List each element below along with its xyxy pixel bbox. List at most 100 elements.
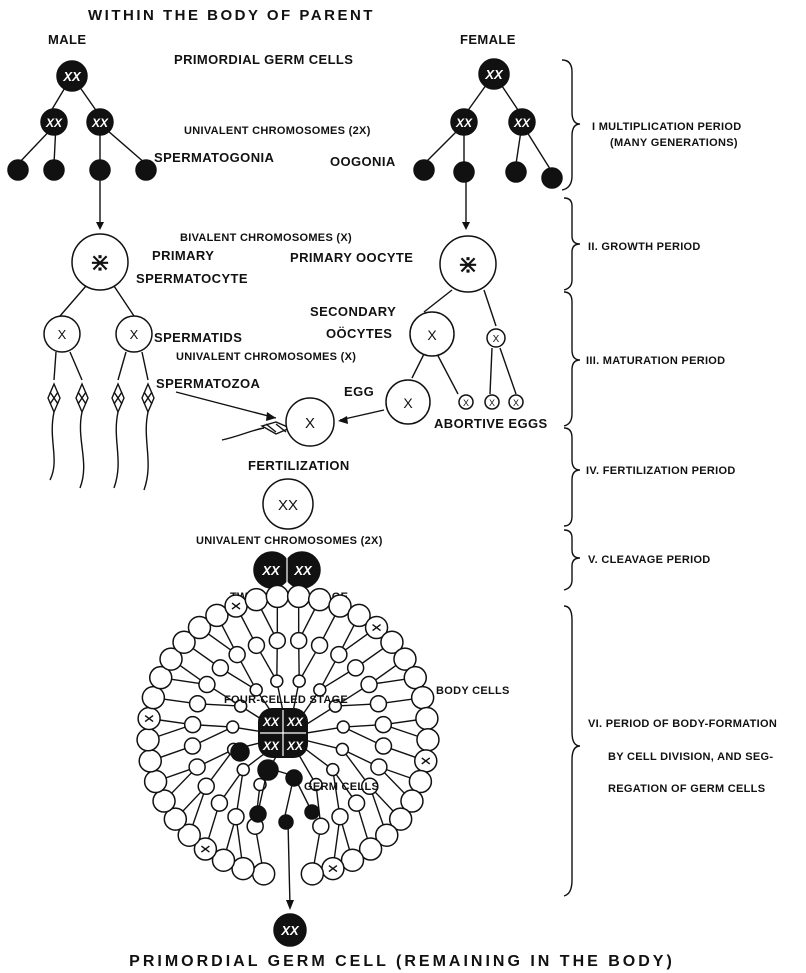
germ-cell: [249, 805, 267, 823]
egg-cell: [385, 379, 431, 425]
body-cell: [388, 807, 413, 831]
primary-oocyte-label: PRIMARY OOCYTE: [290, 250, 413, 265]
body-cell: [370, 758, 388, 776]
body-cell: [148, 665, 173, 690]
body-cell: [231, 856, 255, 881]
spermatozoon: [47, 382, 61, 481]
male-primordial-cell: [56, 60, 88, 92]
female-multiplication-tree: XX XX XX: [413, 58, 563, 230]
female-gonium-cell: [508, 108, 536, 136]
body-cell: [143, 769, 168, 794]
body-cell: [163, 807, 188, 831]
fertilized-egg-cell: [285, 397, 335, 447]
body-cell: [400, 789, 424, 813]
female-label: FEMALE: [460, 32, 516, 47]
body-cell: [268, 631, 287, 650]
abortive-egg-cell: [484, 394, 500, 410]
body-cell: [380, 630, 404, 654]
fertilization-label: FERTILIZATION: [248, 458, 350, 473]
germ-cells-label: GERM CELLS: [304, 781, 379, 793]
body-cell: [211, 848, 236, 873]
spermatozoon: [141, 382, 155, 491]
abortive-eggs-label: ABORTIVE EGGS: [434, 416, 548, 431]
body-cell: [369, 695, 388, 713]
secondary-oocytes-group: X X X X X X: [385, 311, 524, 425]
body-cell: [358, 837, 383, 861]
body-cell: [198, 675, 216, 694]
four-cell-chromosomes: XX: [262, 715, 280, 729]
body-cell: [374, 737, 393, 755]
blastomere-chromosomes: XX: [261, 563, 281, 578]
primary-oocyte-cell: [439, 235, 497, 293]
two-celled-stage: XX XX: [253, 551, 321, 589]
blastomere-chromosomes: XX: [293, 563, 313, 578]
female-gonium-chromosomes: XX: [513, 116, 531, 130]
primary-spermatocyte-group: ⋇: [59, 233, 135, 317]
polar-body-chromosome: X: [493, 334, 500, 345]
body-cell: [265, 584, 290, 609]
germ-cell: [285, 769, 303, 787]
male-gonium-chromosomes: XX: [91, 116, 109, 130]
body-cell: [328, 594, 352, 618]
univalent-2x-top-label: UNIVALENT CHROMOSOMES (2X): [184, 125, 371, 137]
period-3-label: III. MATURATION PERIOD: [586, 355, 725, 367]
egg-chromosome: X: [403, 395, 413, 411]
body-cell: [188, 758, 206, 776]
spermatid-chromosome: X: [130, 327, 139, 342]
abortive-egg-chromosome: X: [489, 398, 495, 408]
body-cell: [136, 728, 160, 752]
four-cell-chromosomes: XX: [286, 715, 304, 729]
four-cell-chromosomes: XX: [286, 739, 304, 753]
body-cell: [236, 762, 250, 777]
body-cell: [183, 715, 202, 734]
polar-body-cell: [486, 328, 506, 348]
body-cell: [159, 647, 183, 671]
univalent-x-label: UNIVALENT CHROMOSOMES (X): [176, 351, 356, 363]
body-cell: [340, 848, 365, 873]
spermatid-cell: [115, 315, 153, 353]
period-5-label: V. CLEAVAGE PERIOD: [588, 554, 711, 566]
oogonia-label: OOGONIA: [330, 154, 396, 169]
body-cell: [408, 769, 433, 794]
germ-cell: [257, 759, 279, 781]
spermatozoon: [111, 382, 125, 489]
body-cell: [346, 659, 365, 677]
abortive-egg-chromosome: X: [463, 398, 469, 408]
oogonium-cell: [541, 167, 563, 189]
body-cell: [244, 587, 269, 612]
body-cell: [152, 789, 176, 813]
body-cell: [141, 685, 166, 710]
body-cell: [289, 631, 308, 650]
body-cell: [309, 777, 323, 792]
spermatid-chromosome: X: [58, 327, 67, 342]
body-cell: [247, 636, 266, 655]
period-1-sublabel: (MANY GENERATIONS): [610, 137, 738, 149]
female-gonium-chromosomes: XX: [455, 116, 473, 130]
spermatogonium-cell: [89, 159, 111, 181]
germ-cell: [278, 814, 294, 830]
female-gonium-cell: [450, 108, 478, 136]
period-braces: [561, 59, 581, 897]
spermatogonium-cell: [135, 159, 157, 181]
body-cell: [331, 807, 349, 826]
body-cell: [313, 683, 327, 697]
body-cell: [416, 728, 440, 752]
primordial-germ-cell: [273, 913, 307, 947]
male-multiplication-tree: XX XX XX: [7, 60, 157, 230]
spermatogonium-cell: [43, 159, 65, 181]
body-cell: [205, 603, 229, 628]
body-cell: [312, 817, 330, 835]
body-cell: [374, 715, 393, 734]
body-cell: [310, 636, 329, 655]
body-cell: [403, 665, 428, 690]
body-cell: [361, 777, 379, 796]
body-cell: [335, 742, 350, 757]
male-label: MALE: [48, 32, 86, 47]
primary-spermatocyte-cell: [71, 233, 129, 291]
bivalent-chromosomes: ⋇: [457, 249, 479, 279]
spermatogonium-cell: [7, 159, 29, 181]
body-cell: [326, 762, 340, 777]
spermatids-group: X X: [43, 315, 153, 381]
germ-cell: [230, 742, 250, 762]
